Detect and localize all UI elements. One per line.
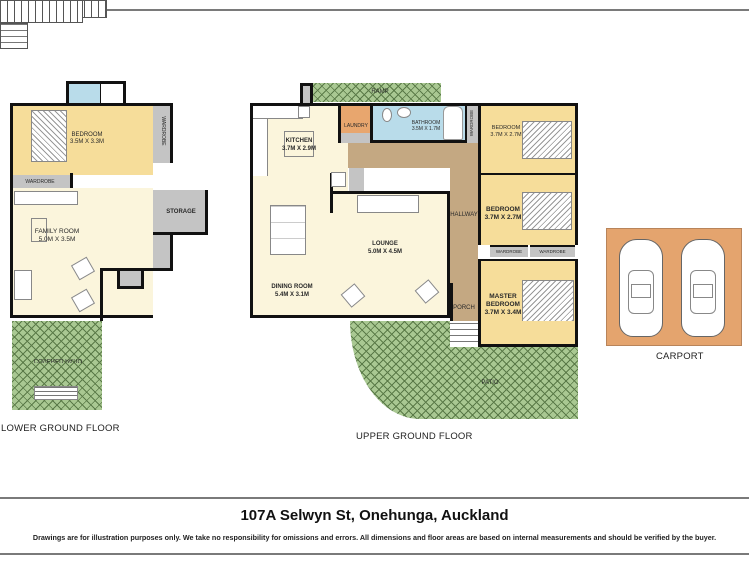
lower-cupboard [153, 235, 173, 268]
lower-storage [153, 190, 208, 235]
upper-porch [450, 283, 478, 321]
sofa-icon [357, 195, 419, 213]
laundry-cupboard [341, 133, 370, 143]
lower-ground-floor-title: LOWER GROUND FLOOR [1, 423, 120, 434]
upper-laundry-label: LAUNDRY [344, 123, 368, 129]
upper-wardrobe-bath-label: WARDROBE [469, 109, 474, 137]
upper-bedroom-1-size: 3.7m x 2.7m [490, 132, 522, 138]
car-roof [690, 270, 716, 314]
car-sunroof [631, 284, 651, 298]
upper-wardrobe-b-label: WARDROBE [539, 249, 566, 254]
upper-wardrobe-bath [465, 103, 478, 143]
upper-ramp [313, 83, 441, 102]
upper-lounge-size: 5.0m x 4.5m [367, 249, 402, 255]
toilet-icon [382, 108, 392, 122]
car-roof [628, 270, 654, 314]
upper-dining-room-label: DINING ROOM [271, 284, 313, 290]
kitchen-island [284, 131, 314, 157]
upper-ground-floor-plan: RAMP KITCHEN 3.7m x 2.9m DINING ROOM 5.4… [0, 0, 578, 442]
lower-cupboard-2 [117, 270, 144, 289]
upper-patio-label: PATIO [481, 380, 499, 386]
carport-title: CARPORT [656, 351, 704, 362]
stair-cupboard [349, 168, 364, 191]
upper-stairs [0, 0, 83, 23]
upper-bathroom-size: 3.5m x 1.7m [411, 126, 441, 132]
upper-kitchen-label: KITCHEN [285, 138, 313, 144]
wall [70, 173, 73, 190]
upper-bathroom-label: BATHROOM [411, 120, 441, 126]
upper-wardrobe-b [530, 245, 575, 257]
lower-family-room-label: FAMILY ROOM [34, 228, 80, 235]
fixtures-row [14, 191, 78, 205]
fridge-icon [331, 172, 346, 187]
porch-steps [0, 23, 28, 49]
bedroom-1-bed-icon [522, 121, 572, 159]
wall [100, 268, 103, 321]
master-bed-icon [522, 280, 574, 326]
master-notch [478, 321, 578, 347]
upper-master-bedroom-label-1: MASTER [489, 293, 517, 300]
lower-storage-label: STORAGE [166, 209, 196, 215]
lower-family-table-icon [31, 218, 47, 242]
upper-hallway-label: HALLWAY [450, 212, 478, 218]
stove-icon [298, 106, 310, 118]
upper-porch-label: PORCH [453, 305, 475, 311]
upper-bedroom-2-label: BEDROOM [486, 206, 520, 213]
dining-table-icon [270, 205, 306, 255]
upper-master-bedroom-label-2: BEDROOM [486, 301, 520, 308]
car-icon [619, 239, 663, 337]
lower-wardrobe-left-label: WARDROBE [25, 179, 55, 185]
kitchen-counter [253, 106, 268, 176]
upper-ramp-label: RAMP [371, 89, 389, 95]
ensuite-shower [101, 84, 123, 104]
upper-lounge-label: LOUNGE [372, 241, 398, 247]
ensuite-divider [100, 84, 101, 104]
lower-bedroom-bed-icon [31, 110, 67, 162]
top-rule [0, 9, 749, 11]
lower-bedroom-label: BEDROOM [71, 132, 103, 138]
bathtub-icon [443, 106, 463, 140]
upper-dining-room-size: 5.4m x 3.1m [274, 292, 309, 298]
lower-bedroom-size: 3.5m x 3.3m [69, 139, 104, 145]
upper-kitchen-size: 3.7m x 2.9m [281, 146, 316, 152]
wall [330, 173, 333, 213]
bench-icon [34, 386, 78, 400]
upper-hallway [450, 143, 478, 283]
upper-bedroom-2-size: 3.7m x 2.7m [484, 214, 522, 221]
carport [606, 228, 742, 346]
footer-top-rule [0, 497, 749, 499]
bedroom-2-bed-icon [522, 192, 572, 230]
car-icon [681, 239, 725, 337]
basin-icon [397, 107, 411, 118]
property-address: 107A Selwyn St, Onehunga, Auckland [240, 507, 509, 524]
patio-step-gap [450, 321, 478, 347]
wall [100, 268, 173, 271]
lower-wardrobe-left [10, 175, 70, 188]
disclaimer: Drawings are for illustration purposes o… [32, 533, 717, 542]
sofa-icon [14, 270, 32, 300]
upper-wardrobe-a-label: WARDROBE [495, 249, 523, 254]
upper-bedroom-1-label: BEDROOM [491, 125, 521, 131]
lower-family-room-size: 5.0m x 3.5m [38, 236, 76, 243]
ramp-post [300, 83, 313, 103]
car-sunroof [693, 284, 713, 298]
kitchen-counter-top [253, 106, 303, 119]
upper-ground-floor-title: UPPER GROUND FLOOR [356, 431, 473, 442]
upper-wardrobe-a [490, 245, 528, 257]
upper-master-bedroom-size: 3.7m x 3.4m [484, 309, 522, 316]
footer-bottom-rule [0, 553, 749, 555]
lower-wardrobe-right [153, 103, 173, 163]
